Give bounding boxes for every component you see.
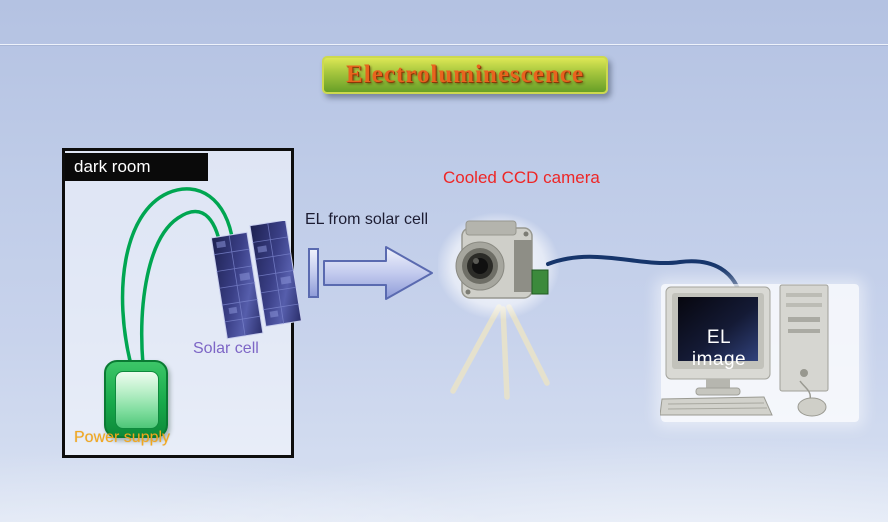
dark-room-box: dark room (62, 148, 303, 458)
el-image-label: EL image (691, 327, 747, 370)
ccd-camera-label: Cooled CCD camera (443, 168, 600, 187)
title-badge: Electroluminescence (322, 56, 608, 94)
dark-room-label: dark room (74, 157, 151, 176)
camera-cable (546, 254, 744, 304)
power-supply-label: Power supply (74, 429, 171, 446)
tripod-icon (450, 304, 550, 400)
divider-line (0, 44, 888, 45)
power-supply-screen (115, 371, 159, 429)
power-supply-device (104, 360, 168, 438)
solar-cell-label: Solar cell (193, 340, 259, 357)
solar-cell-image (211, 221, 303, 340)
ccd-camera-image (438, 212, 560, 320)
el-arrow-icon (308, 246, 433, 300)
computer-image (660, 284, 829, 417)
page-title: Electroluminescence (346, 61, 584, 88)
el-arrow-label: EL from solar cell (305, 211, 428, 228)
dark-room-header: dark room (65, 153, 208, 181)
power-wires (120, 187, 235, 367)
